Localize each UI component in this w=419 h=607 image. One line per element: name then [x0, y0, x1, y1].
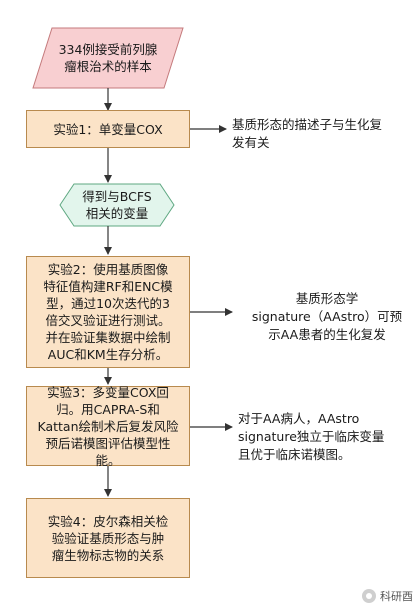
wechat-logo-icon — [362, 589, 376, 603]
finding-2-text: 基质形态学 signature（AAstro）可预 示AA患者的生化复发 — [251, 291, 403, 342]
experiment-2-box: 实验2：使用基质图像 特征值构建RF和ENC模 型，通过10次迭代的3 倍交叉验… — [26, 256, 190, 368]
start-node-shape — [32, 27, 184, 89]
finding-1-text: 基质形态的描述子与生化复 发有关 — [232, 117, 383, 150]
finding-3-text: 对于AA病人，AAstro signature独立于临床变量 且优于临床诺模图。 — [238, 411, 385, 462]
result-node-shape — [59, 183, 175, 227]
experiment-4-box: 实验4：皮尔森相关检 验验证基质形态与肿 瘤生物标志物的关系 — [26, 498, 190, 578]
result-node: 得到与BCFS 相关的变量 — [82, 189, 152, 221]
experiment-1-box: 实验1：单变量COX — [26, 110, 190, 148]
start-node: 334例接受前列腺 瘤根治术的样本 — [58, 42, 158, 74]
watermark-text: 科研酉 — [380, 590, 413, 603]
experiment-3-box: 实验3：多变量COX回 归。用CAPRA-S和 Kattan绘制术后复发风险 预… — [26, 385, 190, 468]
watermark: 科研酉 — [362, 588, 413, 604]
